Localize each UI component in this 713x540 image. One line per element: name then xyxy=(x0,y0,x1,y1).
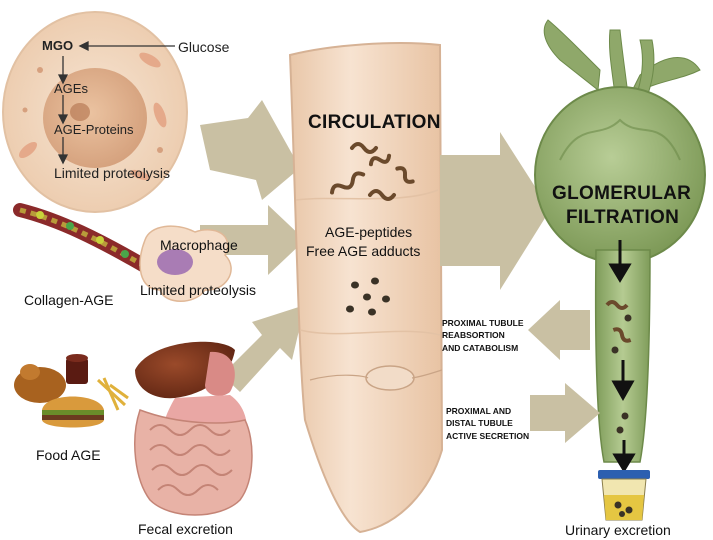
secretion-arrow xyxy=(530,383,600,443)
ages-label: AGEs xyxy=(54,82,88,97)
reabsorption-line-2: REABSORTION xyxy=(442,329,524,341)
collagen-strand xyxy=(20,210,148,268)
glucose-label: Glucose xyxy=(178,39,229,55)
age-proteins-label: AGE-Proteins xyxy=(54,123,133,138)
circulation-to-glomerulus-arrow xyxy=(440,132,550,290)
reabsorption-arrow xyxy=(528,300,590,360)
secretion-line-1: PROXIMAL AND xyxy=(446,405,529,417)
glomerular-title: GLOMERULAR xyxy=(552,183,691,205)
age-peptides-label: AGE-peptides xyxy=(325,224,412,240)
food-illustration xyxy=(14,354,128,428)
cell-illustration xyxy=(3,12,187,212)
cell-limited-proteolysis-label: Limited proteolysis xyxy=(54,165,170,181)
collagen-age-label: Collagen-AGE xyxy=(24,292,114,308)
urinary-excretion-label: Urinary excretion xyxy=(565,522,671,538)
urine-cup-icon xyxy=(598,470,650,520)
circulation-title: CIRCULATION xyxy=(308,112,441,134)
secretion-line-3: ACTIVE SECRETION xyxy=(446,430,529,442)
food-age-label: Food AGE xyxy=(36,447,101,463)
macrophage-limited-proteolysis-label: Limited proteolysis xyxy=(140,282,256,298)
secretion-line-2: DISTAL TUBULE xyxy=(446,417,529,429)
fecal-excretion-label: Fecal excretion xyxy=(138,521,233,537)
reabsorption-label: PROXIMAL TUBULE REABSORTION AND CATABOLI… xyxy=(442,317,524,354)
reabsorption-line-3: AND CATABOLISM xyxy=(442,342,524,354)
filtration-title: FILTRATION xyxy=(566,207,679,229)
cell-to-circulation-arrow xyxy=(200,100,300,200)
free-age-adducts-label: Free AGE adducts xyxy=(306,243,420,259)
secretion-label: PROXIMAL AND DISTAL TUBULE ACTIVE SECRET… xyxy=(446,405,529,442)
reabsorption-line-1: PROXIMAL TUBULE xyxy=(442,317,524,329)
mgo-label: MGO xyxy=(42,39,73,54)
macrophage-label: Macrophage xyxy=(160,237,238,253)
